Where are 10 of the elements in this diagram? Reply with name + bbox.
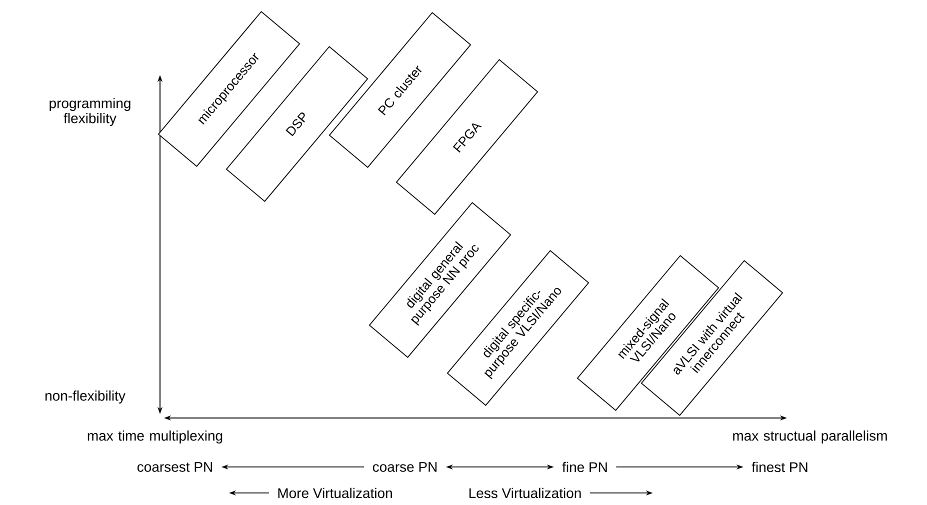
- scale-label: More Virtualization: [278, 488, 392, 498]
- axis-label: max time multiplexing: [88, 430, 222, 444]
- scale-label: fine PN: [562, 462, 607, 472]
- axis-label: max structual parallelism: [733, 430, 887, 444]
- scale-label: coarsest PN: [137, 462, 212, 472]
- scale-label: finest PN: [752, 462, 808, 472]
- scale-label: Less Virtualization: [469, 488, 581, 498]
- axis-label: non-flexibility: [45, 390, 126, 404]
- scale-label: coarse PN: [372, 462, 437, 472]
- axis-label: programming flexibility: [50, 98, 130, 126]
